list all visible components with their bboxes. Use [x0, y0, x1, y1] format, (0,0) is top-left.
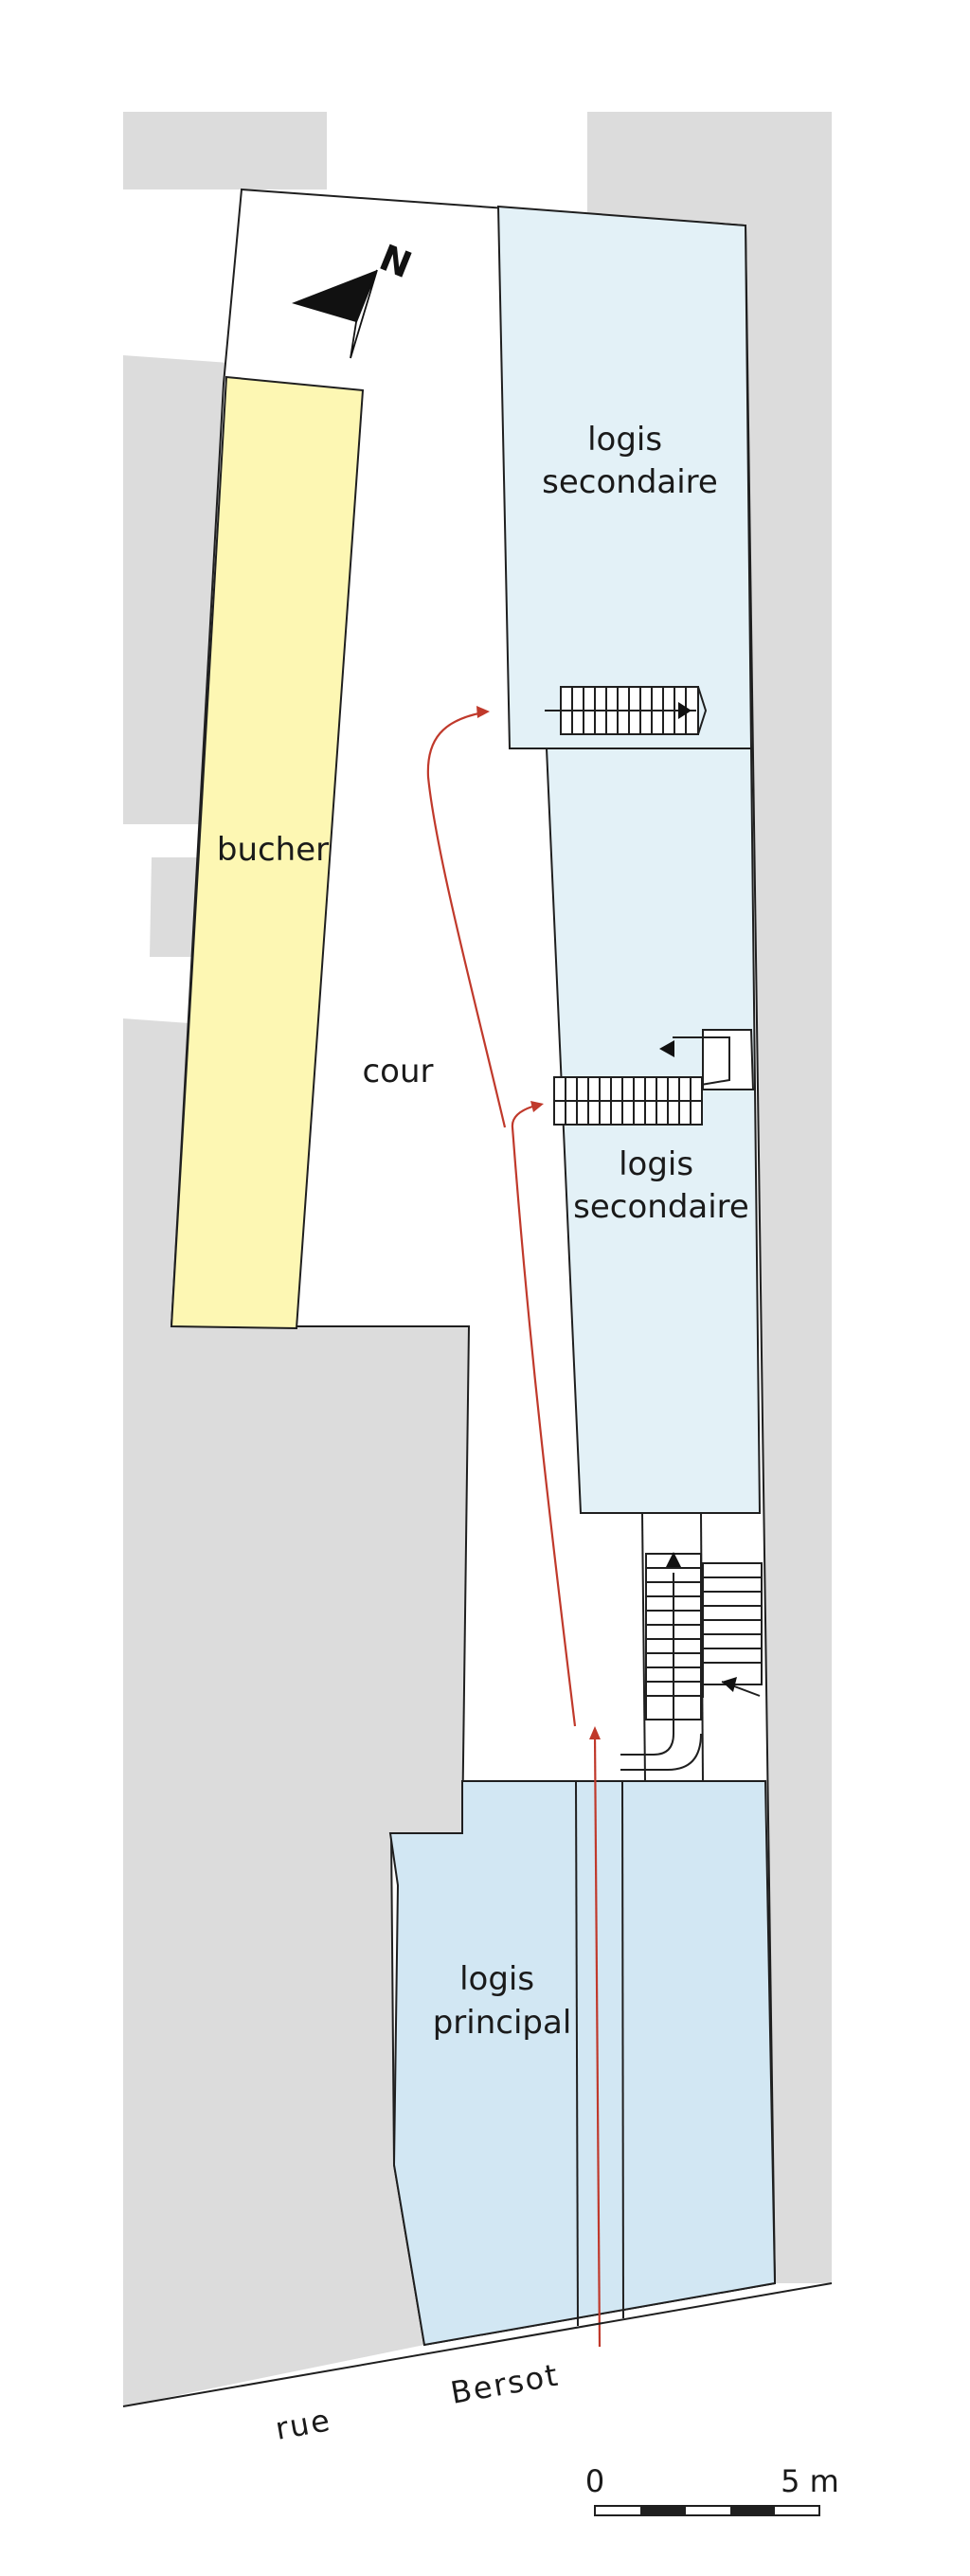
street-name-bersot: Bersot [448, 2356, 562, 2410]
cour-label: cour [362, 1053, 433, 1090]
room-labels: logis secondaire logis secondaire logis … [217, 421, 749, 2042]
scale-end-label: 5 m [781, 2463, 839, 2499]
stair-arrow-icon [666, 1552, 681, 1567]
staircase-middle [553, 1029, 755, 1126]
street-edge [122, 2282, 833, 2407]
neighbor-block [150, 857, 204, 957]
stair-arrow-icon [678, 702, 692, 719]
arrowhead-icon [589, 1726, 601, 1739]
scale-bar: 0 5 m [585, 2463, 839, 2516]
arrowhead-icon [530, 1101, 544, 1112]
label-line: secondaire [542, 463, 718, 501]
street-name-rue: rue [273, 2402, 334, 2447]
scale-start-label: 0 [585, 2463, 604, 2499]
bucher-room [170, 375, 365, 1330]
label-line: logis [587, 421, 662, 459]
neighbor-block [123, 1018, 189, 1326]
circulation-path [426, 711, 602, 2348]
label-line: logis [459, 1960, 534, 1998]
stair-arrow-icon [659, 1040, 674, 1057]
circulation-arrowheads [476, 706, 601, 1739]
passage-wall [621, 1780, 624, 2319]
bucher-label: bucher [217, 831, 329, 869]
arrowhead-icon [476, 706, 490, 718]
staircase-north [545, 686, 708, 735]
label-line: logis [619, 1145, 693, 1183]
neighbor-block [123, 112, 327, 189]
logis-secondaire-north-label: logis secondaire [542, 421, 718, 501]
neighbor-block [587, 112, 832, 230]
passage-wall [575, 1780, 579, 2327]
stair-arrow-icon [722, 1677, 737, 1692]
logis-secondaire-south-label: logis secondaire [573, 1145, 749, 1226]
neighbor-block [123, 1326, 469, 2406]
logis-principal-label: logis principal [433, 1960, 572, 2042]
logis-secondaire-south-room [545, 748, 762, 1514]
staircase-south [620, 1553, 763, 1771]
logis-principal-room [388, 1780, 777, 2347]
label-line: principal [433, 2004, 572, 2042]
neighbor-block [123, 355, 229, 824]
label-line: secondaire [573, 1188, 749, 1226]
